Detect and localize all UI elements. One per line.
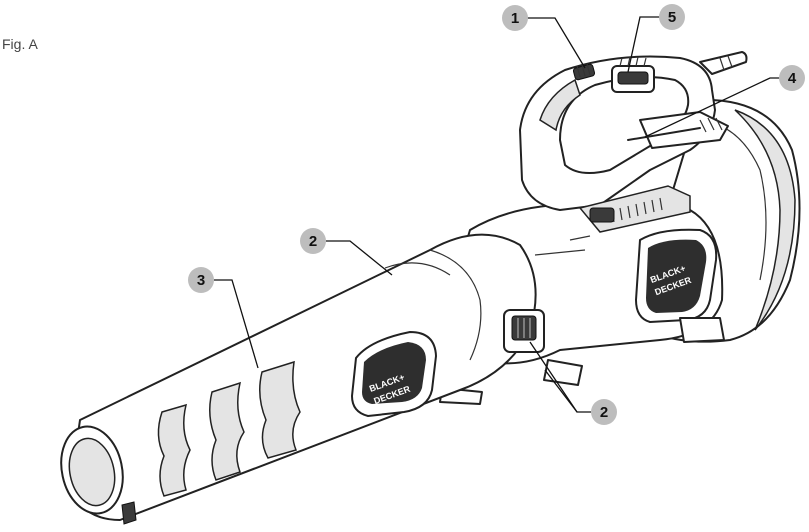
callout-1-number: 1	[511, 10, 519, 27]
leader-1	[527, 18, 585, 68]
callout-4: 4	[779, 65, 805, 91]
callout-4-number: 4	[788, 70, 797, 87]
callout-3-number: 3	[197, 272, 205, 289]
blower-tube	[54, 235, 536, 524]
logo-rear: BLACK+ DECKER	[636, 230, 716, 322]
callout-2-upper: 2	[300, 228, 326, 254]
callout-2-lower-number: 2	[600, 404, 608, 421]
tube-release-button	[504, 310, 544, 352]
callout-3: 3	[188, 267, 214, 293]
leader-2a	[326, 241, 392, 275]
callout-2-upper-number: 2	[309, 233, 317, 250]
callout-1: 1	[502, 5, 528, 31]
callout-5: 5	[659, 4, 685, 30]
callout-5-number: 5	[668, 9, 676, 26]
callout-2-lower: 2	[591, 399, 617, 425]
power-cord	[700, 52, 747, 74]
